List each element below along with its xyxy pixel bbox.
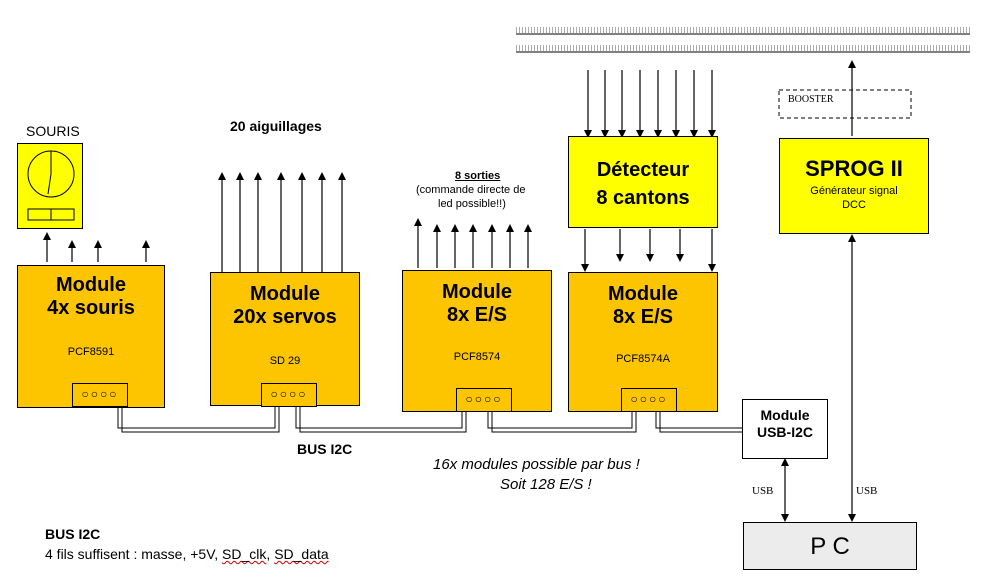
legend-clk: SD_clk [222, 546, 267, 562]
legend-description: 4 fils suffisent : masse, +5V, SD_clk, S… [45, 546, 329, 562]
module-servos-title: Module 20x servos [233, 283, 337, 328]
rail-track [516, 27, 970, 53]
module-es-arrows [414, 218, 532, 268]
module-es-pcf8574a: Module 8x E/S PCF8574A ○○○○ [568, 272, 718, 412]
aiguillages-label: 20 aiguillages [230, 118, 322, 134]
module-es-pcf8574-connector: ○○○○ [456, 388, 512, 412]
booster-label: BOOSTER [788, 94, 834, 105]
legend-desc-prefix: 4 fils suffisent : masse, +5V, [45, 546, 223, 562]
pc-label: P C [810, 533, 850, 560]
detecteur-title: Détecteur 8 cantons [596, 159, 690, 209]
booster-box [778, 89, 912, 119]
mouse-icon [27, 150, 75, 221]
module-es-pcf8574: Module 8x E/S PCF8574 ○○○○ [402, 270, 552, 412]
module-es-pcf8574-chip: PCF8574 [453, 351, 501, 363]
legend-sep: , [266, 546, 275, 562]
module-es-pcf8574a-title: Module 8x E/S [608, 283, 678, 328]
module-souris-arrows [43, 232, 150, 262]
capacity-line1: 16x modules possible par bus ! [433, 456, 640, 473]
legend-data: SD_data [274, 546, 329, 562]
sprog-sub-line2: DCC [842, 199, 866, 211]
module-servos-arrows [218, 172, 346, 272]
module-souris: Module 4x souris PCF8591 ○○○○ [17, 265, 165, 408]
usb-i2c-module: Module USB-I2C [742, 399, 828, 459]
module-es-pcf8574a-chip: PCF8574A [616, 353, 670, 365]
module-es-pcf8574-title: Module 8x E/S [442, 281, 512, 326]
sprog-sub-line1: Générateur signal [810, 185, 898, 197]
usb-label-left: USB [752, 485, 774, 497]
module-servos-connector: ○○○○ [261, 383, 317, 407]
detector-to-module-arrows [581, 229, 716, 272]
legend-title: BUS I2C [45, 526, 101, 542]
module-servos: Module 20x servos SD 29 ○○○○ [210, 272, 360, 407]
bus-label: BUS I2C [297, 441, 353, 457]
mouse-device [17, 143, 83, 229]
module-servos-chip: SD 29 [269, 355, 301, 367]
capacity-line2: Soit 128 E/S ! [500, 476, 592, 493]
module-souris-title: Module 4x souris [47, 274, 135, 319]
module-es-pcf8574a-connector: ○○○○ [621, 388, 677, 412]
souris-label: SOURIS [26, 123, 80, 139]
usb-i2c-title: Module USB-I2C [756, 407, 813, 440]
sprog-title: SPROG II [805, 156, 903, 181]
module-souris-chip: PCF8591 [67, 346, 115, 358]
usb-label-right: USB [856, 485, 878, 497]
module-souris-connector: ○○○○ [72, 383, 128, 407]
sorties-note-line2: led possible!!) [438, 198, 506, 210]
detecteur-box: Détecteur 8 cantons [568, 136, 718, 228]
sorties-note-line1: (commande directe de [416, 184, 526, 196]
track-to-detector-arrows [584, 70, 716, 138]
pc-box: P C [743, 522, 917, 570]
sprog-box: SPROG II Générateur signal DCC [779, 138, 929, 234]
i2c-bus-cable [117, 404, 742, 433]
sorties-title: 8 sorties [455, 170, 501, 182]
